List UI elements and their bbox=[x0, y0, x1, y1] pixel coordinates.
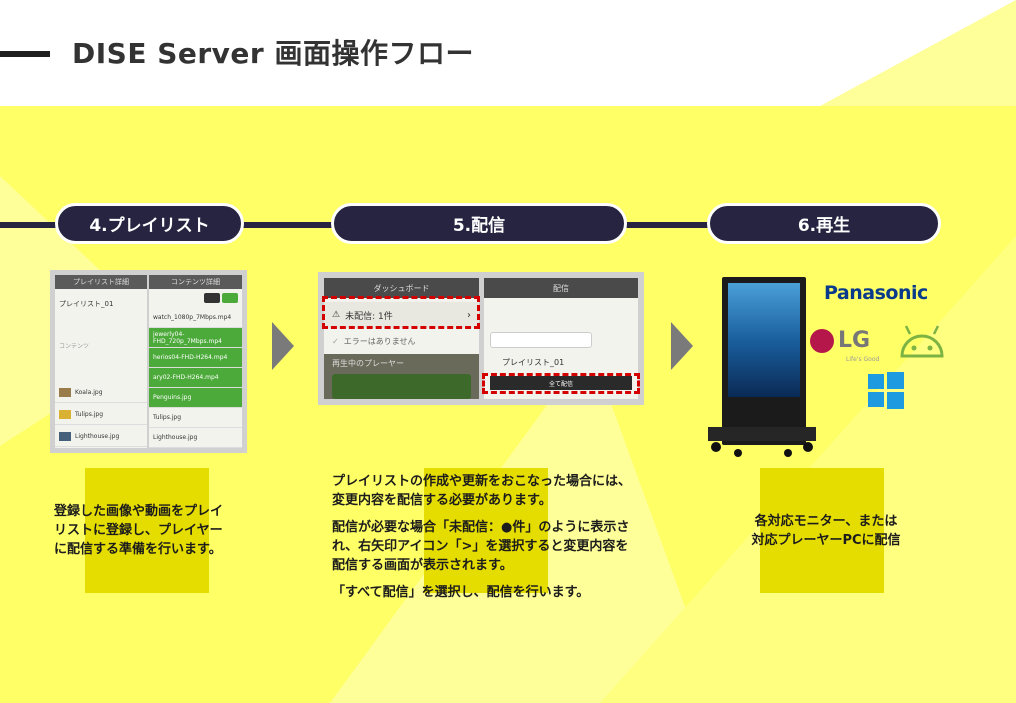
lg-logo: LG bbox=[810, 328, 870, 353]
list-item[interactable]: Lighthouse.jpg bbox=[149, 428, 242, 448]
step-play-pill: 6.再生 bbox=[707, 203, 941, 244]
step-playlist-label: 4.プレイリスト bbox=[89, 216, 210, 236]
delivery-playlist-item[interactable]: プレイリスト_01 bbox=[502, 357, 565, 367]
search-input[interactable] bbox=[490, 332, 592, 348]
player-preview bbox=[332, 374, 471, 399]
playlist-right-pane: コンテンツ詳細 watch_1080p_7Mbps.mp4 jewerly04-… bbox=[149, 275, 242, 448]
header-accent-bar bbox=[0, 51, 50, 57]
undelivered-highlight bbox=[322, 296, 480, 329]
playlist-screenshot: プレイリスト詳細 プレイリスト_01 コンテンツ Koala.jpg Tulip… bbox=[50, 270, 247, 453]
list-item[interactable]: Koala.jpg bbox=[55, 383, 147, 403]
caption-highlight-2 bbox=[424, 468, 548, 593]
flow-line-3 bbox=[622, 222, 714, 228]
deliver-all-highlight bbox=[482, 373, 640, 394]
panasonic-logo: Panasonic bbox=[824, 282, 928, 304]
lg-face-icon bbox=[810, 328, 834, 353]
top-corner-shape bbox=[820, 0, 1016, 106]
chevron-right-icon[interactable]: › bbox=[467, 309, 471, 321]
flow-line-1 bbox=[0, 222, 60, 228]
step-deliver-caption: プレイリストの作成や更新をおこなった場合には、 変更内容を配信する必要があります… bbox=[332, 474, 632, 600]
undelivered-row[interactable]: ⚠ 未配信: 1件 › bbox=[324, 302, 479, 328]
check-icon: ✓ bbox=[332, 336, 339, 346]
digital-signage-kiosk-icon bbox=[708, 277, 816, 457]
list-item[interactable]: jewerly04-FHD_720p_7Mbps.mp4 bbox=[149, 328, 242, 348]
playlist-left-header: プレイリスト詳細 bbox=[55, 275, 147, 289]
caption-highlight-1 bbox=[85, 468, 209, 593]
deliver-all-button[interactable]: 全て配信 bbox=[490, 376, 632, 390]
step-deliver-label: 5.配信 bbox=[452, 216, 506, 236]
dashboard-header: ダッシュボード bbox=[324, 278, 479, 298]
playing-section: 再生中のプレーヤー bbox=[324, 354, 479, 399]
warning-icon: ⚠ bbox=[332, 310, 341, 320]
image-thumb-icon bbox=[59, 388, 71, 397]
android-icon bbox=[900, 325, 944, 358]
playlist-name: プレイリスト_01 bbox=[59, 300, 114, 308]
delivery-screenshot: ダッシュボード ⚠ 未配信: 1件 › ✓ エラーはありません 再生中のプレーヤ… bbox=[318, 272, 644, 405]
next-step-arrow bbox=[671, 322, 693, 370]
page-title: DISE Server 画面操作フロー bbox=[72, 37, 474, 70]
step-play-label: 6.再生 bbox=[797, 216, 851, 236]
list-item[interactable]: Lighthouse.jpg bbox=[55, 427, 147, 447]
windows-icon bbox=[868, 372, 904, 409]
playlist-right-header: コンテンツ詳細 bbox=[149, 275, 242, 289]
next-step-arrow bbox=[272, 322, 294, 370]
list-item[interactable]: herios04-FHD-H264.mp4 bbox=[149, 348, 242, 368]
list-item[interactable]: ary02-FHD-H264.mp4 bbox=[149, 368, 242, 388]
no-errors-row: ✓ エラーはありません bbox=[332, 336, 416, 346]
image-thumb-icon bbox=[59, 432, 71, 441]
step-play-caption: 各対応モニター、または 対応プレーヤーPCに配信 bbox=[751, 514, 901, 548]
list-item[interactable]: watch_1080p_7Mbps.mp4 bbox=[149, 308, 242, 328]
delivery-header: 配信 bbox=[484, 278, 638, 298]
delivery-pane: 配信 プレイリスト_01 全て配信 bbox=[484, 278, 638, 399]
step-deliver-pill: 5.配信 bbox=[331, 203, 627, 244]
list-item[interactable]: Tulips.jpg bbox=[55, 405, 147, 425]
flow-line-2 bbox=[238, 222, 336, 228]
image-thumb-icon bbox=[59, 410, 71, 419]
list-item[interactable]: Tulips.jpg bbox=[149, 408, 242, 428]
lg-tagline: Life's Good bbox=[846, 356, 880, 363]
dashboard-pane: ダッシュボード ⚠ 未配信: 1件 › ✓ エラーはありません 再生中のプレーヤ… bbox=[324, 278, 479, 399]
list-item[interactable]: Penguins.jpg bbox=[149, 388, 242, 408]
content-section-label: コンテンツ bbox=[59, 343, 90, 350]
upload-button[interactable] bbox=[204, 293, 220, 303]
playlist-left-pane: プレイリスト詳細 プレイリスト_01 コンテンツ Koala.jpg Tulip… bbox=[55, 275, 147, 448]
step-playlist-pill: 4.プレイリスト bbox=[55, 203, 244, 244]
caption-highlight-3 bbox=[760, 468, 884, 593]
step-playlist-caption: 登録した画像や動画をプレイ リストに登録し、プレイヤー に配信する準備を行います… bbox=[54, 504, 224, 557]
add-button[interactable] bbox=[222, 293, 238, 303]
